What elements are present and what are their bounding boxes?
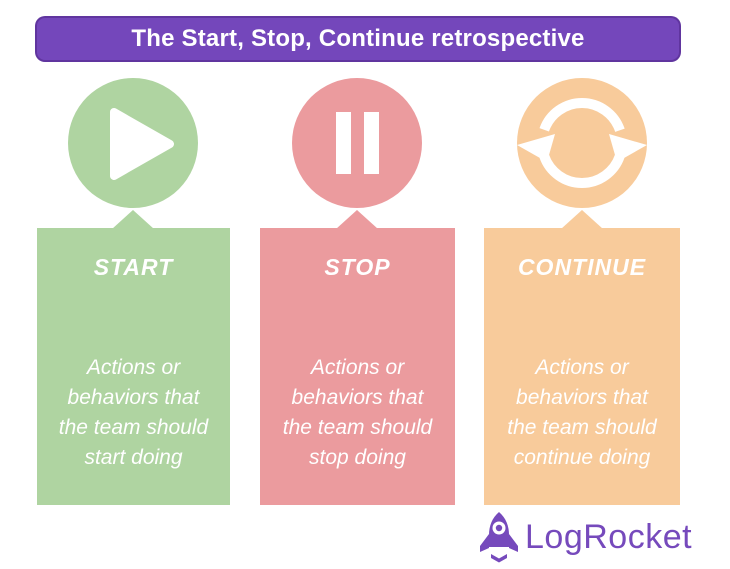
continue-icon-circle (517, 78, 647, 208)
rocket-icon (477, 511, 521, 563)
refresh-icon (517, 78, 647, 208)
logrocket-logo: LogRocket (477, 511, 692, 563)
stop-card: STOP Actions or behaviors that the team … (260, 228, 455, 505)
card-notch (336, 210, 378, 229)
card-notch (561, 210, 603, 229)
pause-icon (292, 78, 422, 208)
card-title: STOP (324, 254, 391, 280)
card-description: Actions or behaviors that the team shoul… (58, 356, 209, 469)
card-description: Actions or behaviors that the team shoul… (282, 356, 433, 469)
infographic-title: The Start, Stop, Continue retrospective (131, 25, 585, 52)
card-title: CONTINUE (517, 254, 647, 280)
title-banner: The Start, Stop, Continue retrospective (35, 16, 681, 62)
play-icon (68, 78, 198, 208)
continue-card: CONTINUE Actions or behaviors that the t… (484, 228, 680, 505)
card-title: START (93, 254, 174, 280)
card-notch (112, 210, 154, 229)
start-icon-circle (68, 78, 198, 208)
brand-name: LogRocket (525, 518, 693, 556)
stop-icon-circle (292, 78, 422, 208)
card-description: Actions or behaviors that the team shoul… (507, 356, 657, 469)
start-card: START Actions or behaviors that the team… (37, 228, 230, 505)
